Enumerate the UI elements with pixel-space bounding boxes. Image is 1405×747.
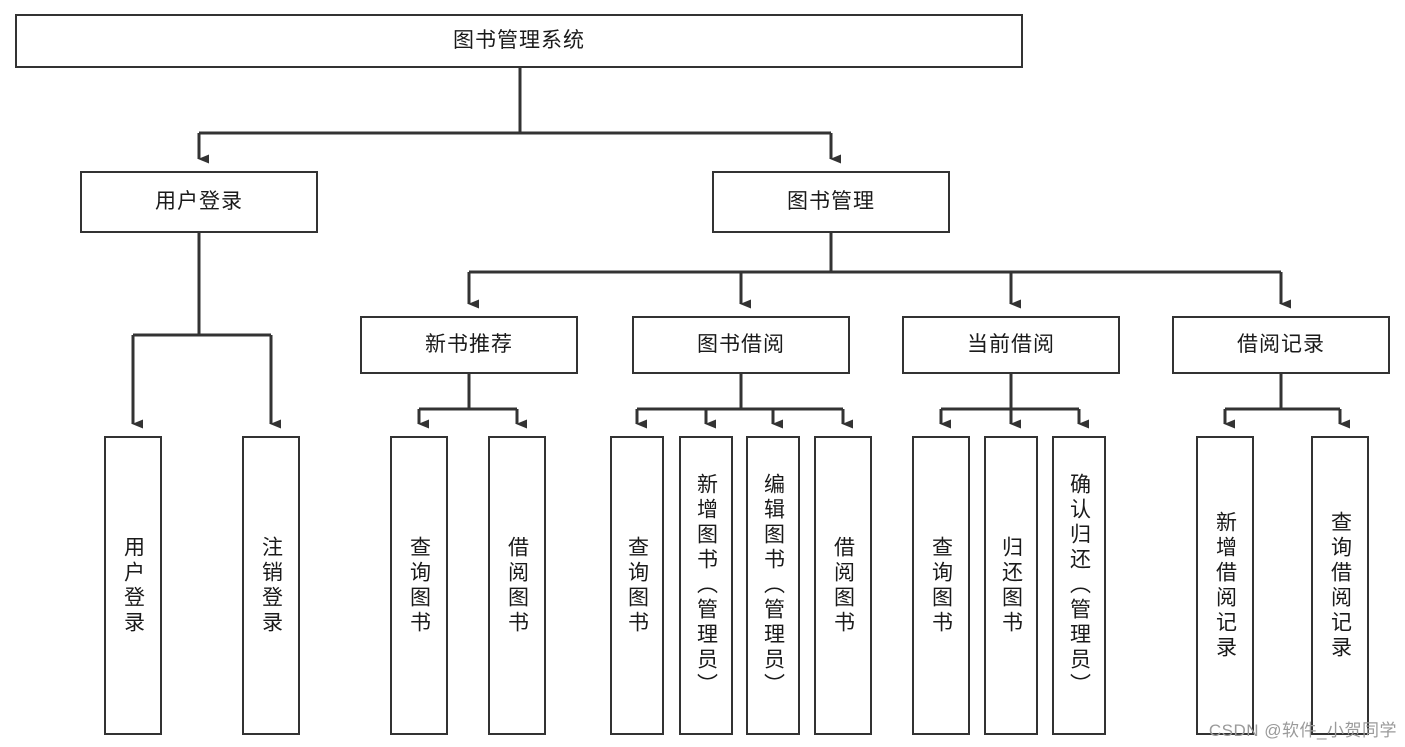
node-book-borrow[interactable]: 图书借阅: [632, 316, 850, 374]
leaf-leaf-confirm-return-admin[interactable]: 确认归还（管理员）: [1052, 436, 1106, 735]
node-label: 借阅图书: [831, 535, 855, 636]
node-label: 图书管理: [787, 189, 875, 213]
node-label: 用户登录: [155, 189, 243, 213]
node-user-login[interactable]: 用户登录: [80, 171, 318, 233]
node-label: 借阅记录: [1237, 332, 1325, 356]
node-label: 用户登录: [121, 535, 145, 636]
connector-group: [131, 68, 1350, 429]
node-current-borrow[interactable]: 当前借阅: [902, 316, 1120, 374]
node-label: 查询借阅记录: [1328, 510, 1352, 661]
node-label: 新书推荐: [425, 332, 513, 356]
node-label: 新增图书（管理员）: [694, 473, 718, 698]
node-label: 当前借阅: [967, 332, 1055, 356]
leaf-leaf-logout-login[interactable]: 注销登录: [242, 436, 300, 735]
node-root-root[interactable]: 图书管理系统: [15, 14, 1023, 68]
leaf-leaf-borrow-book-1[interactable]: 借阅图书: [488, 436, 546, 735]
node-label: 图书借阅: [697, 332, 785, 356]
leaf-leaf-add-book-admin[interactable]: 新增图书（管理员）: [679, 436, 733, 735]
node-label: 归还图书: [999, 535, 1023, 636]
leaf-leaf-edit-book-admin[interactable]: 编辑图书（管理员）: [746, 436, 800, 735]
leaf-leaf-return-book[interactable]: 归还图书: [984, 436, 1038, 735]
node-label: 查询图书: [407, 535, 431, 636]
leaf-leaf-query-book-2[interactable]: 查询图书: [610, 436, 664, 735]
node-label: 图书管理系统: [453, 28, 585, 52]
leaf-leaf-add-borrow-record[interactable]: 新增借阅记录: [1196, 436, 1254, 735]
node-label: 查询图书: [625, 535, 649, 636]
leaf-leaf-borrow-book-2[interactable]: 借阅图书: [814, 436, 872, 735]
node-label: 查询图书: [929, 535, 953, 636]
leaf-leaf-query-book-1[interactable]: 查询图书: [390, 436, 448, 735]
node-label: 注销登录: [259, 535, 283, 636]
node-label: 编辑图书（管理员）: [761, 473, 785, 698]
node-label: 新增借阅记录: [1213, 510, 1237, 661]
node-label: 借阅图书: [505, 535, 529, 636]
node-book-management[interactable]: 图书管理: [712, 171, 950, 233]
node-label: 确认归还（管理员）: [1067, 473, 1091, 698]
leaf-leaf-query-borrow-record[interactable]: 查询借阅记录: [1311, 436, 1369, 735]
node-new-book-recommend[interactable]: 新书推荐: [360, 316, 578, 374]
leaf-leaf-user-login[interactable]: 用户登录: [104, 436, 162, 735]
node-borrow-record[interactable]: 借阅记录: [1172, 316, 1390, 374]
leaf-leaf-query-book-3[interactable]: 查询图书: [912, 436, 970, 735]
